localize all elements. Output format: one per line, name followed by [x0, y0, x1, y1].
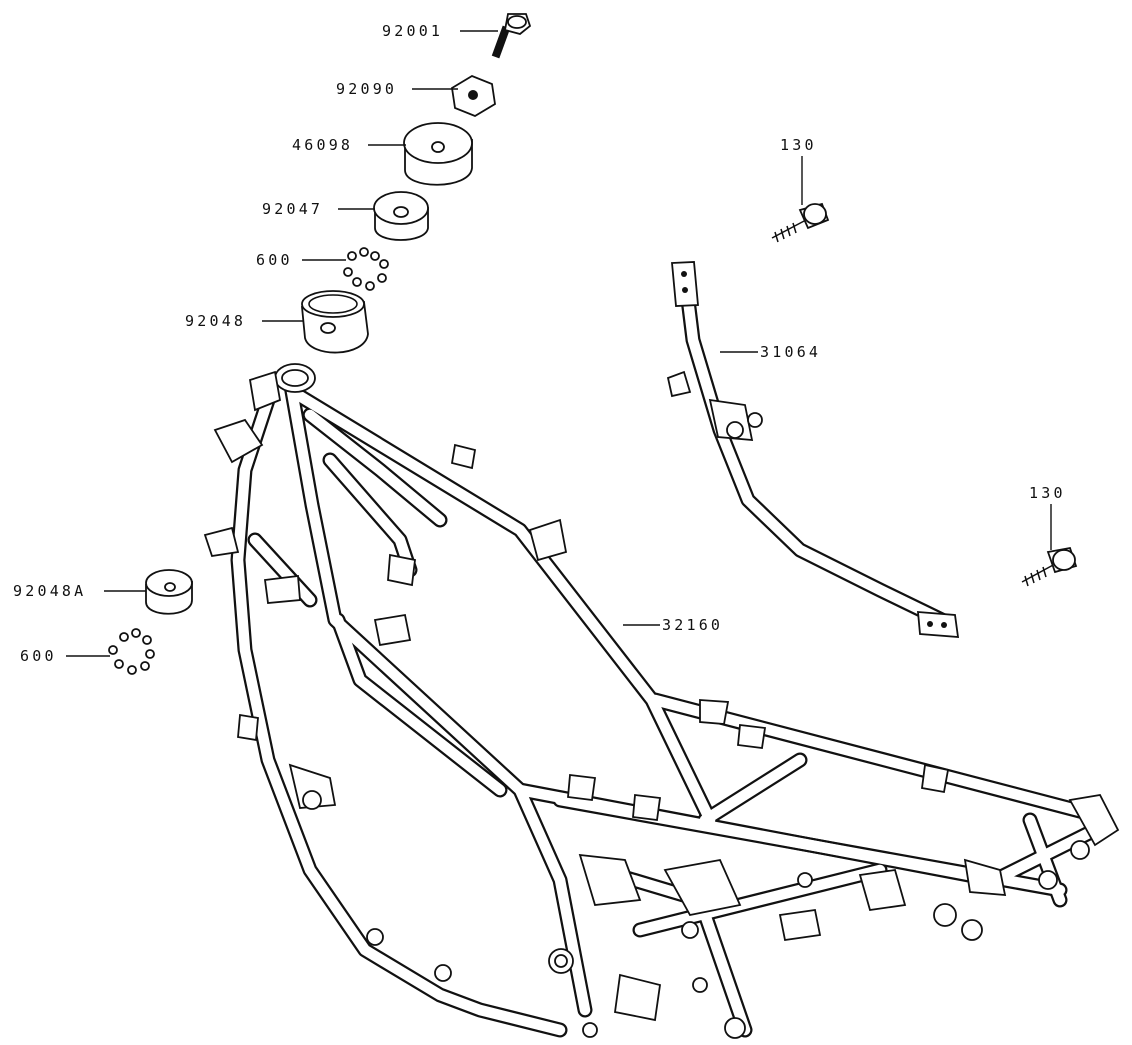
bolt-top-part [491, 13, 532, 59]
label-31064: 31064 [760, 343, 821, 361]
rear-rail [666, 261, 960, 638]
label-32160: 32160 [662, 616, 723, 634]
bushing-small-part [373, 191, 429, 241]
label-92048: 92048 [185, 312, 246, 330]
label-92090: 92090 [336, 80, 397, 98]
cup-upper-part [301, 290, 369, 354]
balls-lower-part [108, 628, 155, 675]
label-600-upper: 600 [256, 251, 293, 269]
bolt-rail-right-part [1021, 546, 1078, 587]
collar-part [451, 74, 496, 118]
label-46098: 46098 [292, 136, 353, 154]
label-92001: 92001 [382, 22, 443, 40]
leader-lines [66, 30, 1052, 657]
label-600-lower: 600 [20, 647, 57, 665]
label-130-upper: 130 [780, 136, 817, 154]
label-92048A: 92048A [13, 582, 86, 600]
balls-upper-part [343, 247, 389, 291]
main-frame [203, 363, 1120, 1039]
cup-lower-part [145, 569, 193, 615]
label-130-right: 130 [1029, 484, 1066, 502]
label-92047: 92047 [262, 200, 323, 218]
bushing-large-part [403, 122, 473, 186]
bolt-rail-upper-part [771, 202, 830, 243]
